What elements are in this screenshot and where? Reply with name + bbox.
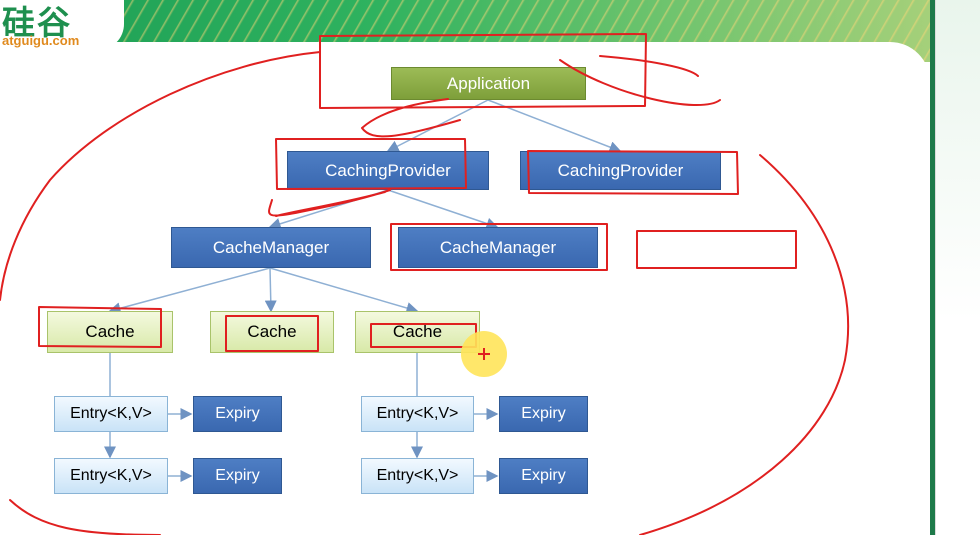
annotation-ellipse-right — [639, 154, 849, 535]
caching-provider-node-1: CachingProvider — [287, 151, 489, 190]
application-node: Application — [391, 67, 586, 100]
logo: 硅谷 atguigu.com — [0, 0, 124, 50]
annotation-box-cache-1 — [38, 306, 162, 348]
logo-subtitle: atguigu.com — [2, 33, 80, 48]
entry-node-3: Entry<K,V> — [361, 396, 474, 432]
expiry-node-1: Expiry — [193, 396, 282, 432]
annotation-box-application — [319, 33, 647, 109]
connector-manager-cache3 — [269, 267, 419, 314]
slide-edge-strip — [930, 0, 936, 535]
slide-canvas — [0, 42, 930, 535]
annotation-box-provider-2 — [527, 150, 739, 195]
entry-node-2: Entry<K,V> — [54, 458, 168, 494]
cache-manager-node-1: CacheManager — [171, 227, 371, 268]
entry-node-4: Entry<K,V> — [361, 458, 474, 494]
entry-node-1: Entry<K,V> — [54, 396, 168, 432]
annotation-box-empty — [636, 230, 797, 269]
connector-manager-cache2 — [264, 267, 277, 313]
connector-app-provider2 — [487, 99, 622, 153]
annotation-arrow-provider-manager — [268, 189, 391, 217]
annotation-box-cache-2 — [225, 315, 319, 352]
cache-manager-node-2: CacheManager — [398, 227, 598, 268]
expiry-node-2: Expiry — [193, 458, 282, 494]
expiry-node-3: Expiry — [499, 396, 588, 432]
annotation-arrow-app-provider — [361, 98, 461, 138]
annotation-box-manager-2 — [390, 223, 608, 271]
annotation-box-cache-3 — [370, 323, 477, 348]
side-panel — [935, 0, 980, 535]
connector-manager-cache1 — [108, 267, 271, 315]
expiry-node-4: Expiry — [499, 458, 588, 494]
cursor-crosshair-icon — [478, 348, 490, 360]
annotation-ellipse-bottom-left — [9, 499, 161, 535]
cache-node-2: Cache — [210, 311, 334, 353]
caching-provider-node-2: CachingProvider — [520, 151, 721, 190]
annotation-ellipse-left — [0, 51, 321, 301]
annotation-stroke-top — [559, 55, 721, 107]
annotation-box-provider-1 — [275, 138, 467, 190]
connector-provider-manager2 — [387, 189, 499, 230]
logo-title: 硅谷 — [2, 3, 72, 42]
